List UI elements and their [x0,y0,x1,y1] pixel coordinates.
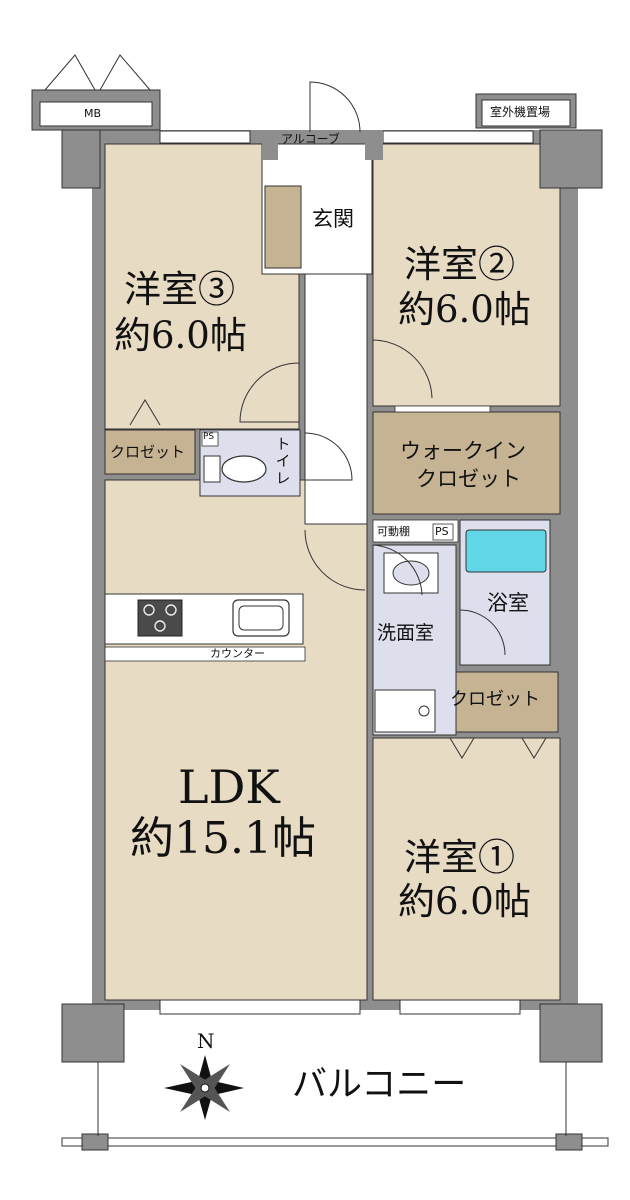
window-top-left [159,130,251,144]
balcony-post-r [555,1133,583,1151]
door-western3 [239,362,300,423]
entrance-label: 玄関 [312,207,354,231]
ps-box-wash [432,523,454,541]
bathtub-icon [465,529,547,573]
pillar-bl [61,1003,125,1063]
room-western2 [372,143,561,407]
balcony-label: バルコニー [292,1065,467,1105]
door-toilet [304,432,353,481]
closet-left-label: クロゼット [110,443,186,461]
western1-size: 約6.0帖 [398,880,531,923]
alcove-wall-l [262,130,278,160]
shoe-cabinet [264,185,302,269]
pillar-tl [61,129,101,189]
ps-label-wash: PS [435,525,449,538]
window-top-right [382,130,534,144]
room-ldk [104,479,368,1001]
western2-size: 約6.0帖 [398,288,531,331]
western3-size: 約6.0帖 [114,314,247,357]
closet-right [439,671,559,733]
washroom-label: 洗面室 [377,622,435,644]
sink-icon [232,599,290,637]
fold-door-west1 [449,737,547,759]
window-bottom-left [159,999,361,1015]
north-label: N [197,1029,215,1053]
alcove-label: アルコーブ [281,132,340,146]
alcove-wall-r [365,130,383,160]
washing-machine-pan [374,689,436,733]
mb-inner [39,101,153,127]
mb-doors [44,54,151,91]
wic-label-2: クロゼット [416,467,521,491]
corridor [304,273,368,525]
outdoor-unit-label: 室外機置場 [490,105,551,119]
closet-right-label: クロゼット [450,689,540,710]
compass-icon [164,1055,244,1120]
window-wic [394,405,491,413]
counter-label: カウンター [210,647,265,660]
door-wash [372,544,423,596]
toilet-label: トイレ [273,436,292,487]
pillar-tr [539,129,603,189]
walkin-closet [372,411,561,515]
fold-door-west3 [129,399,161,426]
western1-name: 洋室① [404,836,515,879]
pillar-br [539,1003,603,1063]
wic-label-1: ウォークイン [400,439,526,463]
western2-name: 洋室② [404,243,515,286]
balcony-rail [61,1137,609,1147]
door-entrance [309,81,361,133]
outdoor-unit-inner [481,99,571,127]
western3-name: 洋室③ [124,268,235,311]
ldk-size: 約15.1帖 [130,813,316,864]
room-western1 [372,737,561,1001]
window-bottom-right [399,999,521,1015]
movable-shelf-label: 可動棚 [377,525,410,538]
balcony-post-l [81,1133,109,1151]
counter-top [104,646,306,662]
stove-icon [137,599,183,637]
closet-left [104,429,196,475]
ps-label-toilet: PS [203,432,215,442]
door-ldk [304,529,366,591]
toilet-icon [203,455,267,483]
door-bath [459,609,506,656]
ldk-name: LDK [178,760,280,814]
door-western2 [372,339,433,399]
ps-box-toilet [201,431,219,447]
washbasin-icon [383,552,439,594]
bathroom-label: 浴室 [487,591,529,615]
mb-label: MB [84,107,102,120]
